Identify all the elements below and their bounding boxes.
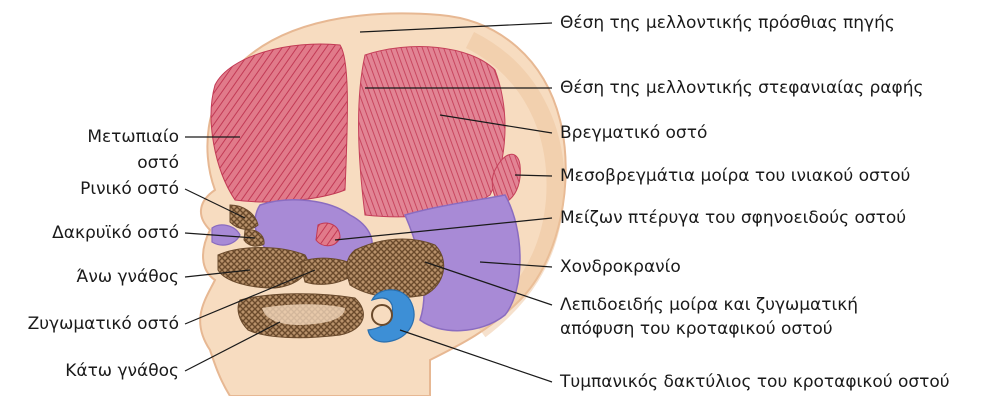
label-frontal-bone: Μετωπιαίο [87,126,179,148]
label-interparietal-occipital: Μεσοβρεγμάτια μοίρα του ινιακού οστού [560,165,910,187]
ear-canal [372,305,392,325]
label-chondrocranium: Χονδροκρανίο [560,256,681,278]
label-parietal-bone: Βρεγματικό οστό [560,122,707,144]
squamous-temporal [347,239,444,298]
label-coronal-suture: Θέση της μελλοντικής στεφανιαίας ραφής [560,77,923,99]
label-frontal-bone-line2: οστό [137,152,179,174]
label-squamous-temporal-line2: απόφυση του κροταφικού οστού [560,318,833,340]
label-squamous-temporal: Λεπιδοειδής μοίρα και ζυγωματική [560,294,858,316]
label-zygomatic-bone: Ζυγωματικό οστό [28,313,179,335]
label-greater-wing-sphenoid: Μείζων πτέρυγα του σφηνοειδούς οστού [560,207,906,229]
label-lacrimal-bone: Δακρυϊκό οστό [52,222,179,244]
label-maxilla: Άνω γνάθος [77,266,179,288]
parietal-bone [359,47,505,217]
label-mandible: Κάτω γνάθος [65,360,179,382]
label-anterior-fontanelle: Θέση της μελλοντικής πρόσθιας πηγής [560,12,895,34]
label-nasal-bone: Ρινικό οστό [80,178,179,200]
label-tympanic-ring: Τυμπανικός δακτύλιος του κροταφικού οστο… [560,371,950,393]
frontal-bone [211,44,347,202]
